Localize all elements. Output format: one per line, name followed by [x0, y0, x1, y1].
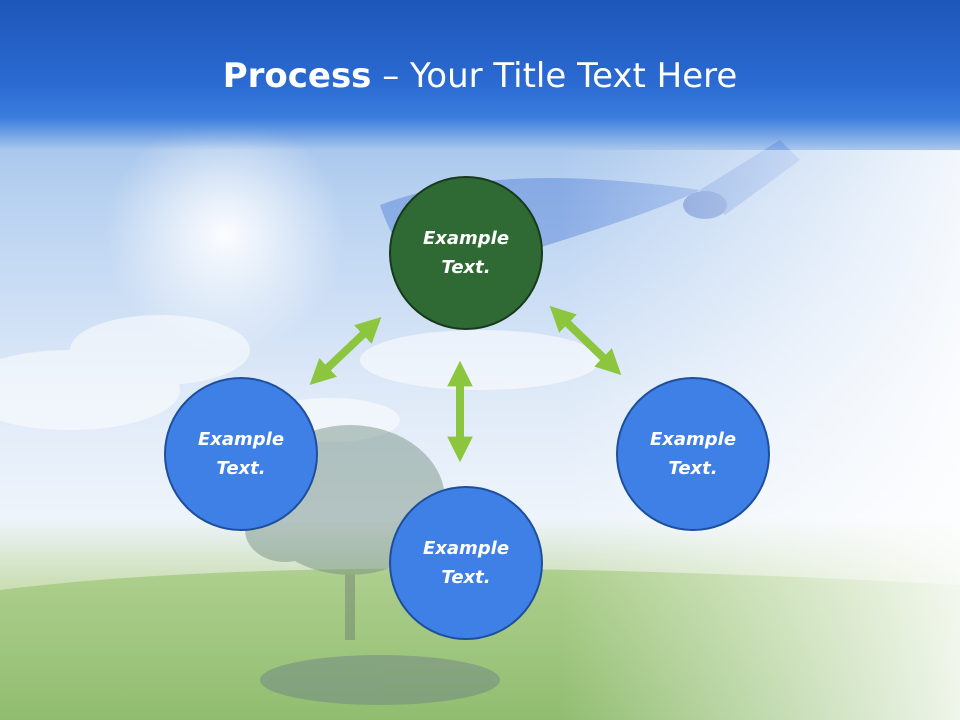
clouds [0, 315, 600, 442]
node-center-top: Example Text. [389, 176, 543, 330]
slide-title: Process – Your Title Text Here [0, 52, 960, 100]
node-center-top-label: Example Text. [422, 228, 510, 278]
arrow-top-right [549, 305, 622, 376]
node-left-label: Example Text. [197, 429, 285, 479]
title-text: – Your Title Text Here [371, 56, 738, 96]
node-right-label: Example Text. [649, 429, 737, 479]
node-right: Example Text. [616, 377, 770, 531]
title-emphasis: Process [222, 56, 372, 96]
arrow-top-left [309, 316, 382, 386]
node-left: Example Text. [164, 377, 318, 531]
node-bottom: Example Text. [389, 486, 543, 640]
sun-glow [105, 115, 345, 355]
node-bottom-label: Example Text. [422, 538, 510, 588]
title-bar [0, 0, 960, 150]
